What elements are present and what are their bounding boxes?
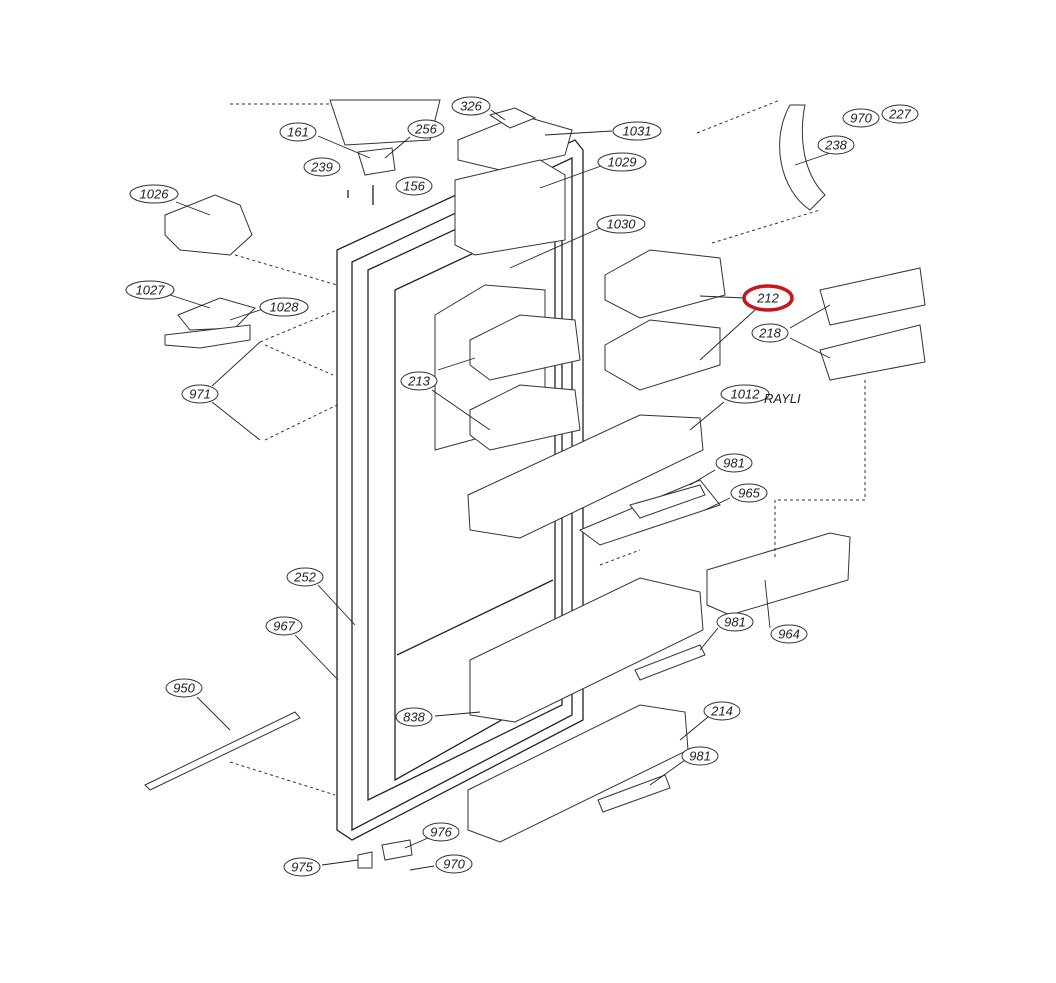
label-1027: 1027 (125, 280, 175, 300)
label-326: 326 (451, 96, 491, 116)
svg-text:965: 965 (738, 486, 760, 501)
label-967: 967 (265, 616, 303, 636)
label-1031: 1031 (612, 121, 662, 141)
svg-text:218: 218 (758, 326, 781, 341)
svg-text:964: 964 (778, 627, 800, 642)
svg-text:970: 970 (443, 857, 465, 872)
rayli-note: RAYLI (764, 391, 801, 406)
label-965: 965 (730, 483, 768, 503)
label-1026: 1026 (129, 184, 179, 204)
svg-text:976: 976 (430, 825, 452, 840)
svg-text:981: 981 (724, 615, 746, 630)
svg-text:1012: 1012 (731, 387, 761, 402)
label-970-bottom: 970 (435, 854, 473, 874)
svg-text:950: 950 (173, 681, 195, 696)
label-214: 214 (703, 701, 741, 721)
label-964: 964 (770, 624, 808, 644)
svg-text:1031: 1031 (623, 124, 652, 139)
svg-text:239: 239 (310, 160, 333, 175)
assembly-lines (229, 99, 866, 796)
label-161: 161 (279, 122, 317, 142)
svg-text:1027: 1027 (136, 283, 166, 298)
svg-text:214: 214 (710, 704, 733, 719)
label-238: 238 (817, 135, 855, 155)
svg-text:156: 156 (403, 179, 425, 194)
label-970-top: 970 (842, 108, 880, 128)
svg-text:161: 161 (287, 125, 309, 140)
label-976: 976 (422, 822, 460, 842)
label-981-middle: 981 (716, 612, 754, 632)
svg-text:326: 326 (460, 99, 482, 114)
label-1029: 1029 (597, 152, 647, 172)
label-981-upper: 981 (715, 453, 753, 473)
label-252: 252 (286, 567, 324, 587)
svg-text:213: 213 (407, 374, 430, 389)
svg-text:970: 970 (850, 111, 872, 126)
label-218: 218 (751, 323, 789, 343)
svg-text:238: 238 (824, 138, 847, 153)
label-256: 256 (407, 119, 445, 139)
svg-text:981: 981 (689, 749, 711, 764)
label-1012: 1012 (720, 384, 770, 404)
door-bins (144, 249, 926, 869)
svg-text:967: 967 (273, 619, 295, 634)
label-981-lower: 981 (681, 746, 719, 766)
svg-text:1030: 1030 (607, 217, 637, 232)
svg-text:212: 212 (756, 291, 779, 306)
label-212-highlighted[interactable]: 212 (742, 284, 794, 312)
svg-text:1026: 1026 (140, 187, 170, 202)
svg-text:256: 256 (414, 122, 437, 137)
label-950: 950 (165, 678, 203, 698)
svg-text:1029: 1029 (608, 155, 637, 170)
svg-text:252: 252 (293, 570, 316, 585)
svg-text:838: 838 (403, 710, 425, 725)
label-227: 227 (881, 104, 919, 124)
label-239: 239 (303, 157, 341, 177)
label-156: 156 (395, 176, 433, 196)
svg-text:975: 975 (291, 860, 313, 875)
label-971: 971 (181, 384, 219, 404)
svg-text:227: 227 (888, 107, 911, 122)
svg-text:971: 971 (189, 387, 211, 402)
svg-text:981: 981 (723, 456, 745, 471)
leader-lines (169, 109, 846, 871)
svg-text:1028: 1028 (270, 300, 300, 315)
label-213: 213 (400, 371, 438, 391)
label-1028: 1028 (259, 297, 309, 317)
label-1030: 1030 (596, 214, 646, 234)
label-975: 975 (283, 857, 321, 877)
label-838: 838 (395, 707, 433, 727)
